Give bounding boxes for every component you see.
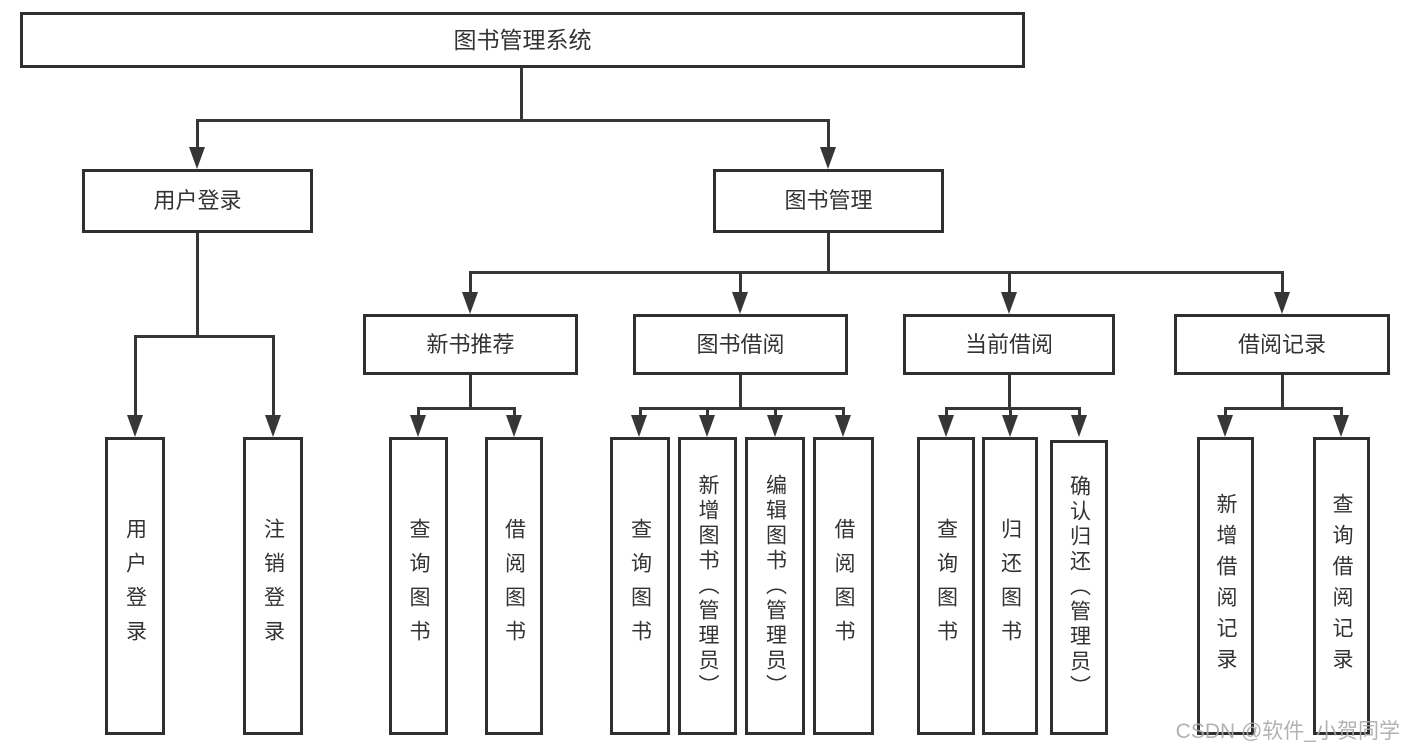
connector-line — [739, 271, 742, 295]
leaf-label: 用户登录 — [123, 518, 147, 654]
leaf-label: 归还图书 — [998, 518, 1022, 654]
leaf-borrow-books: 借阅图书 — [813, 437, 874, 735]
leaf-label: 查询借阅记录 — [1330, 493, 1353, 679]
node-label: 新书推荐 — [426, 331, 515, 357]
leaf-label: 查询图书 — [934, 518, 958, 654]
connector-line — [1008, 271, 1011, 295]
connector-arrow — [506, 415, 522, 437]
node-book-borrowing: 图书借阅 — [633, 314, 848, 375]
node-library-management-system: 图书管理系统 — [20, 12, 1025, 68]
connector-line — [827, 119, 830, 151]
connector-line — [196, 119, 830, 122]
node-current-borrowing: 当前借阅 — [903, 314, 1115, 375]
connector-line — [417, 407, 420, 417]
leaf-label: 新增借阅记录 — [1214, 493, 1237, 679]
connector-line — [842, 407, 845, 417]
leaf-query-books-current: 查询图书 — [917, 437, 975, 735]
node-new-book-recommendation: 新书推荐 — [363, 314, 578, 375]
connector-line — [1281, 271, 1284, 295]
connector-line — [196, 233, 199, 337]
connector-arrow — [1071, 415, 1087, 437]
connector-line — [134, 335, 275, 338]
connector-line — [520, 66, 523, 121]
connector-line — [1009, 407, 1012, 417]
connector-arrow — [1217, 415, 1233, 437]
connector-line — [469, 271, 472, 295]
connector-arrow — [767, 415, 783, 437]
leaf-label: 借阅图书 — [832, 518, 855, 654]
leaf-query-books-recommend: 查询图书 — [389, 437, 448, 735]
connector-line — [469, 375, 472, 409]
connector-line — [134, 335, 137, 417]
connector-line — [513, 407, 516, 417]
leaf-label: 借阅图书 — [502, 518, 526, 654]
node-label: 当前借阅 — [964, 331, 1053, 357]
leaf-label: 注销登录 — [261, 518, 285, 654]
connector-line — [1281, 375, 1284, 409]
connector-line — [827, 233, 830, 274]
node-book-management: 图书管理 — [713, 169, 944, 233]
leaf-label: 新增图书（管理员） — [696, 473, 719, 699]
leaf-query-books-borrow: 查询图书 — [610, 437, 670, 735]
connector-arrow — [189, 147, 205, 169]
leaf-user-login: 用户登录 — [105, 437, 165, 735]
connector-line — [945, 407, 948, 417]
connector-arrow — [1001, 292, 1017, 314]
node-label: 图书管理 — [784, 188, 873, 213]
connector-line — [945, 407, 1081, 410]
connector-line — [739, 375, 742, 409]
leaf-label: 查询图书 — [407, 518, 430, 654]
connector-arrow — [631, 415, 647, 437]
connector-line — [639, 407, 642, 417]
connector-arrow — [1002, 415, 1018, 437]
leaf-label: 确认归还（管理员） — [1067, 475, 1091, 700]
connector-line — [196, 119, 199, 151]
connector-arrow — [265, 415, 281, 437]
connector-line — [1008, 375, 1011, 409]
leaf-add-borrow-record: 新增借阅记录 — [1197, 437, 1254, 735]
connector-line — [417, 407, 516, 410]
connector-line — [1078, 407, 1081, 417]
node-label: 图书借阅 — [696, 331, 785, 357]
connector-arrow — [820, 147, 836, 169]
leaf-label: 编辑图书（管理员） — [763, 473, 787, 699]
connector-arrow — [1274, 292, 1290, 314]
connector-line — [774, 407, 777, 417]
node-label: 借阅记录 — [1237, 331, 1326, 357]
connector-arrow — [127, 415, 143, 437]
leaf-logout: 注销登录 — [243, 437, 303, 735]
csdn-watermark: CSDN @软件_小贺同学 — [1175, 720, 1400, 743]
connector-arrow — [835, 415, 851, 437]
node-label: 图书管理系统 — [453, 26, 592, 53]
connector-arrow — [462, 292, 478, 314]
connector-arrow — [1333, 415, 1349, 437]
leaf-add-books-admin: 新增图书（管理员） — [678, 437, 737, 735]
connector-line — [1224, 407, 1343, 410]
connector-arrow — [410, 415, 426, 437]
node-label: 用户登录 — [153, 188, 242, 213]
leaf-edit-books-admin: 编辑图书（管理员） — [745, 437, 805, 735]
connector-arrow — [938, 415, 954, 437]
node-user-login: 用户登录 — [82, 169, 313, 233]
connector-line — [469, 271, 1284, 274]
connector-line — [639, 407, 845, 410]
node-borrowing-records: 借阅记录 — [1174, 314, 1390, 375]
leaf-label: 查询图书 — [628, 518, 652, 654]
leaf-confirm-return-admin: 确认归还（管理员） — [1050, 440, 1108, 735]
leaf-return-books: 归还图书 — [982, 437, 1038, 735]
connector-line — [272, 335, 275, 417]
connector-line — [706, 407, 709, 417]
connector-line — [1340, 407, 1343, 417]
leaf-borrow-books-recommend: 借阅图书 — [485, 437, 543, 735]
connector-arrow — [699, 415, 715, 437]
leaf-query-borrow-record: 查询借阅记录 — [1313, 437, 1370, 735]
connector-line — [1224, 407, 1227, 417]
connector-arrow — [732, 292, 748, 314]
